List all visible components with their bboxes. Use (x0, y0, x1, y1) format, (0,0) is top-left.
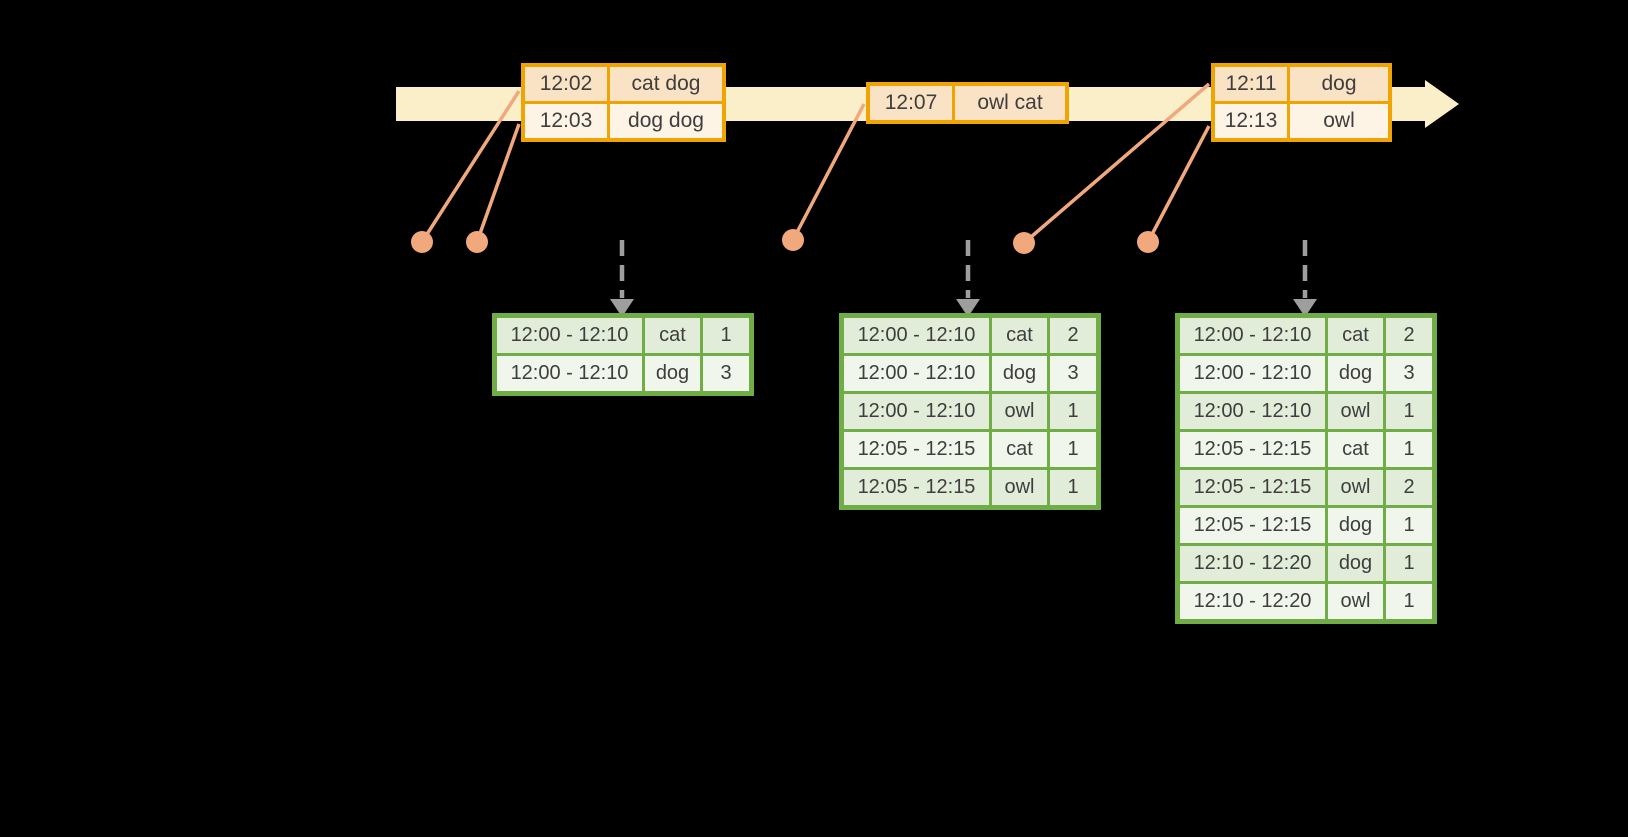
event-words-cell: dog (1290, 67, 1388, 101)
result-count-cell: 2 (1386, 318, 1432, 353)
result-word-cell: cat (992, 432, 1047, 467)
result-word-cell: dog (645, 356, 700, 391)
result-count-cell: 1 (1050, 394, 1096, 429)
event-dot (1013, 232, 1035, 254)
result-count-cell: 1 (1386, 546, 1432, 581)
result-window-cell: 12:00 - 12:10 (1180, 318, 1325, 353)
connector-line (1022, 82, 1211, 245)
event-time-cell: 12:11 (1215, 67, 1287, 101)
connector-line (420, 90, 521, 243)
result-count-cell: 1 (1386, 584, 1432, 619)
result-window-cell: 12:00 - 12:10 (844, 356, 989, 391)
result-word-cell: dog (992, 356, 1047, 391)
result-count-cell: 3 (1386, 356, 1432, 391)
result-window-cell: 12:00 - 12:10 (497, 318, 642, 353)
event-words-cell: dog dog (610, 104, 722, 138)
event-dot (1137, 231, 1159, 253)
result-word-cell: dog (1328, 356, 1383, 391)
result-count-cell: 2 (1386, 470, 1432, 505)
result-word-cell: cat (992, 318, 1047, 353)
event-time-cell: 12:07 (870, 86, 952, 120)
result-window-cell: 12:00 - 12:10 (1180, 394, 1325, 429)
connector-line (791, 103, 866, 241)
event-dot (466, 231, 488, 253)
result-window-cell: 12:00 - 12:10 (844, 318, 989, 353)
result-word-cell: dog (1328, 546, 1383, 581)
result-word-cell: owl (1328, 394, 1383, 429)
event-words-cell: owl cat (955, 86, 1065, 120)
result-count-cell: 3 (703, 356, 749, 391)
dashed-down-arrow-icon (956, 240, 980, 317)
result-count-cell: 1 (1050, 470, 1096, 505)
connector-lines (420, 82, 1211, 245)
result-window-cell: 12:05 - 12:15 (1180, 432, 1325, 467)
result-word-cell: owl (1328, 584, 1383, 619)
result-window-cell: 12:10 - 12:20 (1180, 546, 1325, 581)
result-word-cell: owl (1328, 470, 1383, 505)
event-time-cell: 12:13 (1215, 104, 1287, 138)
result-count-cell: 2 (1050, 318, 1096, 353)
result-word-cell: cat (1328, 318, 1383, 353)
event-time-cell: 12:02 (525, 67, 607, 101)
result-window-cell: 12:00 - 12:10 (497, 356, 642, 391)
result-window-cell: 12:00 - 12:10 (1180, 356, 1325, 391)
result-window-cell: 12:05 - 12:15 (844, 470, 989, 505)
event-dot (782, 229, 804, 251)
result-word-cell: cat (645, 318, 700, 353)
result-window-cell: 12:10 - 12:20 (1180, 584, 1325, 619)
result-word-cell: cat (1328, 432, 1383, 467)
result-window-cell: 12:05 - 12:15 (1180, 470, 1325, 505)
dashed-down-arrow-icon (1293, 240, 1317, 317)
event-dot (411, 231, 433, 253)
event-dots (411, 229, 1159, 254)
result-count-cell: 1 (1386, 508, 1432, 543)
event-time-cell: 12:03 (525, 104, 607, 138)
result-count-cell: 3 (1050, 356, 1096, 391)
trigger-arrows (610, 240, 1317, 317)
result-count-cell: 1 (1386, 394, 1432, 429)
result-window-cell: 12:05 - 12:15 (1180, 508, 1325, 543)
result-count-cell: 1 (1386, 432, 1432, 467)
result-count-cell: 1 (703, 318, 749, 353)
dashed-down-arrow-icon (610, 240, 634, 317)
result-word-cell: owl (992, 394, 1047, 429)
result-window-cell: 12:05 - 12:15 (844, 432, 989, 467)
timeline-arrowhead-icon (1425, 80, 1459, 128)
result-word-cell: owl (992, 470, 1047, 505)
result-word-cell: dog (1328, 508, 1383, 543)
connector-line (1146, 125, 1211, 243)
event-words-cell: owl (1290, 104, 1388, 138)
result-count-cell: 1 (1050, 432, 1096, 467)
result-window-cell: 12:00 - 12:10 (844, 394, 989, 429)
event-words-cell: cat dog (610, 67, 722, 101)
connector-line (475, 123, 521, 243)
